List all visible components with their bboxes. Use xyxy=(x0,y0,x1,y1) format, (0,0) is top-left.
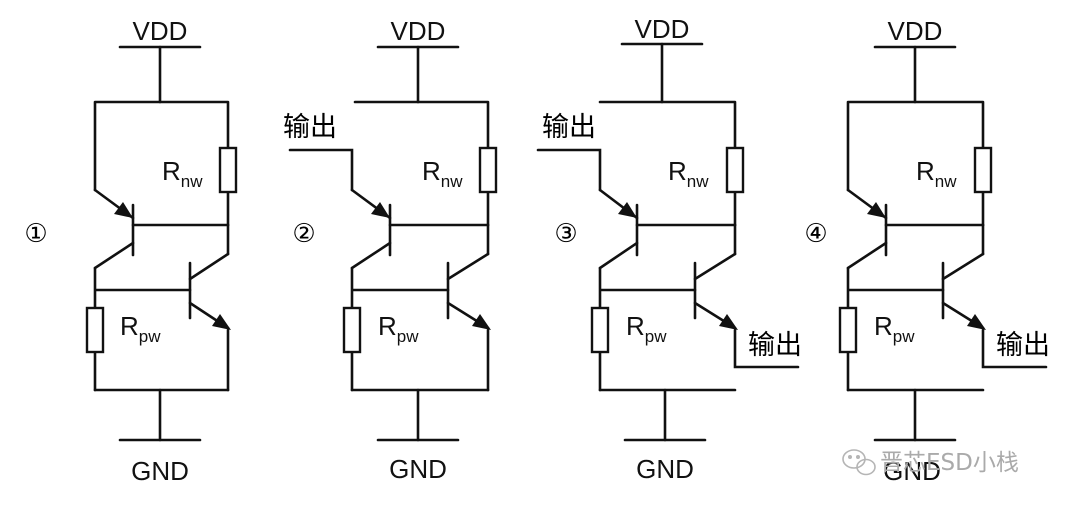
pnp-arrow xyxy=(371,202,390,218)
top-wires xyxy=(846,100,985,227)
npn-collector xyxy=(446,252,490,281)
rpw-label: Rpw xyxy=(378,311,419,346)
rpw-resistor xyxy=(85,306,105,354)
rpw-resistor xyxy=(838,306,858,354)
rnw-label: Rnw xyxy=(668,156,709,191)
watermark: 晋芯ESD小栈 xyxy=(842,449,1019,476)
output-lead xyxy=(288,148,354,192)
rnw-label: Rnw xyxy=(422,156,463,191)
rpw-label: Rpw xyxy=(874,311,915,346)
output-lead-top xyxy=(536,148,602,192)
output-label-bottom: 输出 xyxy=(748,330,802,361)
npn-collector xyxy=(941,252,985,281)
output-lead-bottom xyxy=(981,328,1048,369)
pnp-arrow xyxy=(618,202,637,218)
rnw-resistor xyxy=(725,146,745,194)
output-label: 输出 xyxy=(283,112,337,143)
pnp-collector xyxy=(598,241,639,270)
vdd-label: VDD xyxy=(888,16,943,46)
circuit-number: ② xyxy=(292,219,315,249)
circuit-1: VDD GND Rnw Rpw ① xyxy=(24,16,238,486)
rnw-label: Rnw xyxy=(162,156,203,191)
pnp-collector xyxy=(93,241,135,270)
top-wires xyxy=(353,100,490,227)
vdd-label: VDD xyxy=(635,14,690,44)
npn-arrow xyxy=(472,314,491,330)
circuit-2: VDD GND Rnw Rpw 输出 ② xyxy=(283,16,498,484)
watermark-text: 晋芯ESD小栈 xyxy=(880,450,1019,476)
rpw-resistor xyxy=(342,306,362,354)
rpw-resistor xyxy=(590,306,610,354)
output-label-bottom: 输出 xyxy=(996,330,1050,361)
rpw-label: Rpw xyxy=(120,311,161,346)
circuit-4: VDD GND Rnw Rpw 输出 ④ xyxy=(804,16,1050,486)
vdd-label: VDD xyxy=(391,16,446,46)
pnp-collector xyxy=(350,241,392,270)
npn-arrow xyxy=(967,314,986,330)
npn-collector xyxy=(188,252,230,281)
pnp-arrow xyxy=(114,202,133,218)
rnw-label: Rnw xyxy=(916,156,957,191)
gnd-label: GND xyxy=(636,454,694,484)
top-wires xyxy=(598,100,737,227)
output-lead-bottom xyxy=(733,328,800,369)
gnd-label: GND xyxy=(389,454,447,484)
pnp-arrow xyxy=(867,202,886,218)
rnw-resistor xyxy=(218,146,238,194)
vdd-label: VDD xyxy=(133,16,188,46)
circuit-number: ③ xyxy=(554,219,577,249)
pnp-collector xyxy=(846,241,888,270)
circuit-number: ① xyxy=(24,219,47,249)
circuit-number: ④ xyxy=(804,219,827,249)
npn-collector xyxy=(693,252,737,281)
npn-arrow xyxy=(719,314,738,330)
top-wires xyxy=(93,100,230,227)
gnd-label: GND xyxy=(131,456,189,486)
gnd-label: GND xyxy=(883,456,941,486)
circuit-3: VDD GND Rnw Rpw 输出 输出 ③ xyxy=(536,14,802,484)
output-label-top: 输出 xyxy=(542,112,596,143)
npn-arrow xyxy=(212,314,231,330)
rnw-resistor xyxy=(478,146,498,194)
rpw-label: Rpw xyxy=(626,311,667,346)
rnw-resistor xyxy=(973,146,993,194)
wechat-icon xyxy=(842,449,876,476)
